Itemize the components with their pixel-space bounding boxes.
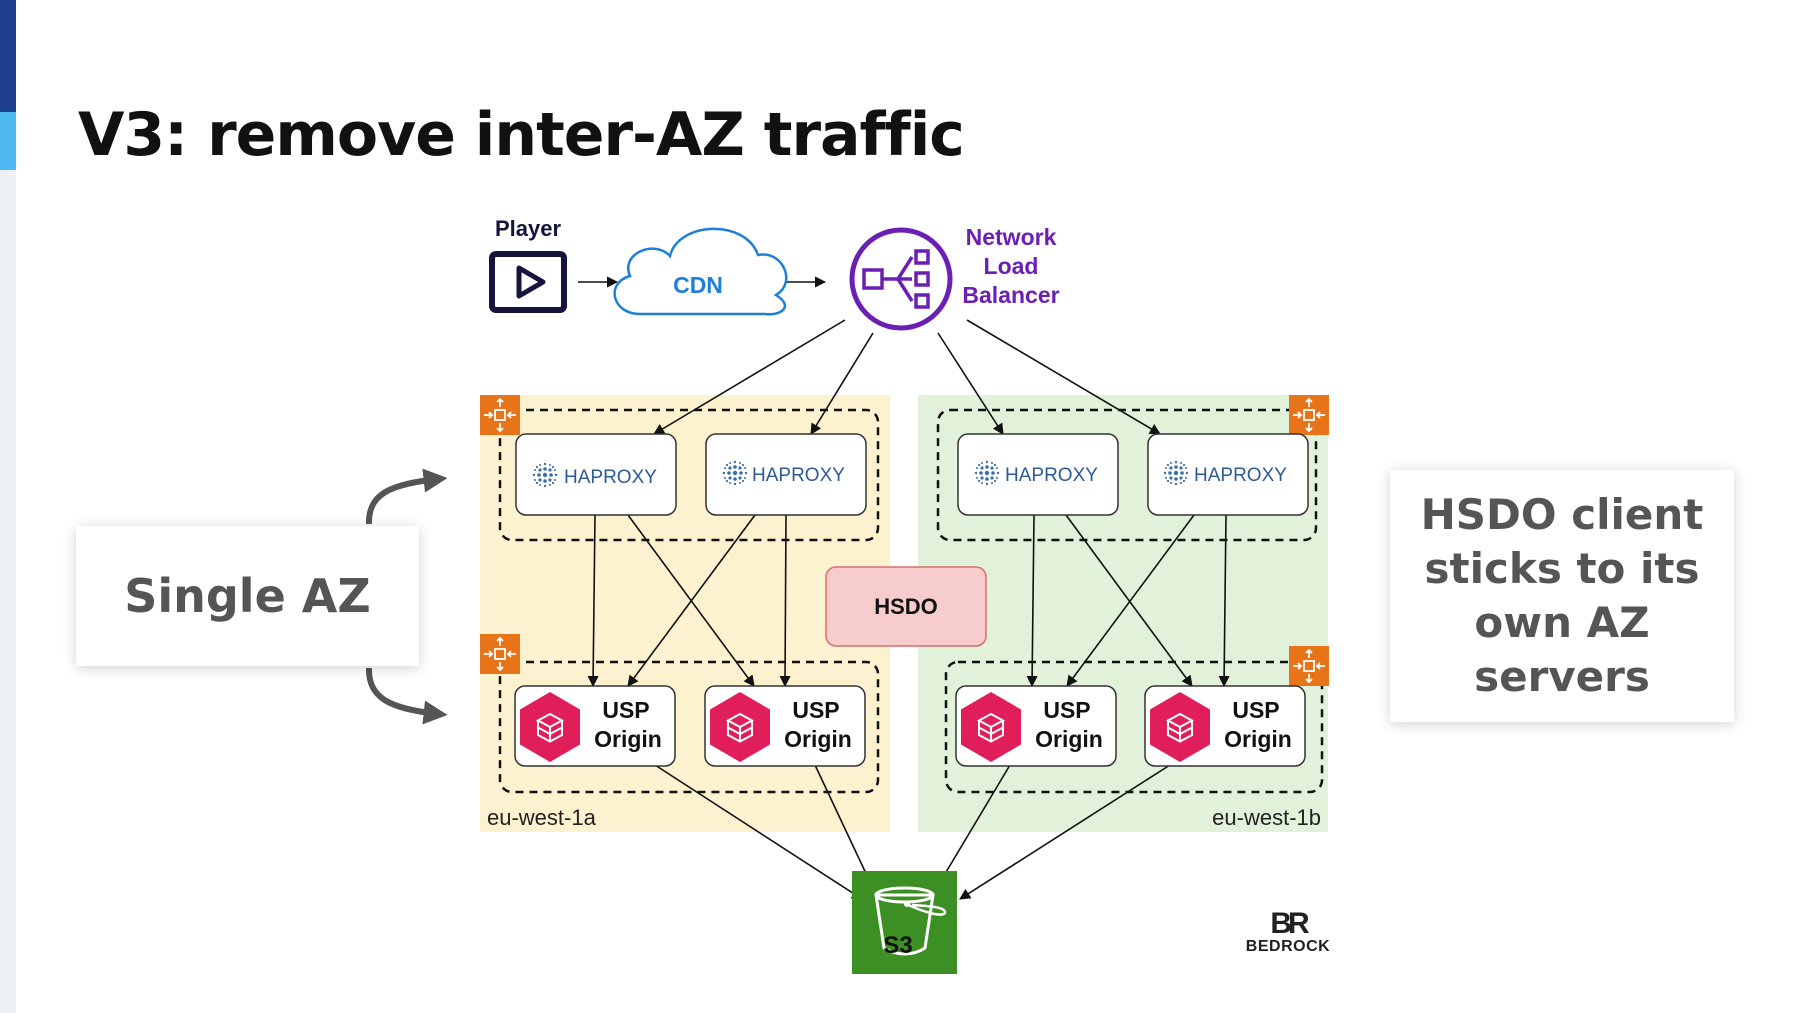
- nlb-label-line2: Load: [984, 253, 1039, 279]
- auto-scaling-icon: [1288, 394, 1330, 436]
- accent-bar-light: [0, 112, 16, 170]
- s3-bucket-icon: [852, 871, 957, 974]
- s3-label: S3: [883, 932, 912, 959]
- asg-usp-b: [944, 660, 1324, 794]
- hsdo-node: HSDO: [825, 566, 987, 647]
- asg-haproxy-b: [936, 408, 1318, 542]
- usp-label-line1: USP: [1043, 697, 1090, 723]
- usp-label-line2: Origin: [1035, 726, 1103, 752]
- usp-origin-node-a2: USP Origin: [704, 685, 866, 767]
- auto-scaling-icon: [479, 394, 521, 436]
- usp-origin-node-b1: USP Origin: [955, 685, 1117, 767]
- curved-arrow-icon: [365, 468, 448, 525]
- connectors: [578, 276, 1230, 901]
- haproxy-icon: [721, 459, 749, 487]
- player-label: Player: [495, 216, 561, 241]
- zone-a-label: eu-west-1a: [487, 805, 597, 830]
- load-balancer-icon: [849, 227, 953, 331]
- play-icon: [489, 251, 567, 313]
- cdn-label: CDN: [673, 272, 723, 298]
- haproxy-icon: [973, 459, 1001, 487]
- usp-label-line1: USP: [792, 697, 839, 723]
- usp-label-line2: Origin: [784, 726, 852, 752]
- auto-scaling-icon: [1288, 645, 1330, 687]
- slide-title: V3: remove inter-AZ traffic: [78, 100, 965, 170]
- haproxy-node-b1: HAPROXY: [957, 433, 1119, 516]
- nlb-label-line3: Balancer: [962, 282, 1059, 308]
- haproxy-label: HAPROXY: [564, 467, 657, 488]
- bedrock-logo: BR BEDROCK: [1238, 907, 1338, 956]
- usp-origin-node-a1: USP Origin: [514, 685, 676, 767]
- asg-usp-a: [498, 660, 880, 794]
- usp-label-line1: USP: [1232, 697, 1279, 723]
- accent-bar: [0, 0, 16, 1013]
- auto-scaling-icon: [479, 633, 521, 675]
- haproxy-label: HAPROXY: [1005, 465, 1098, 486]
- usp-label-line1: USP: [602, 697, 649, 723]
- usp-origin-node-b2: USP Origin: [1144, 685, 1306, 767]
- curved-arrow-icon: [365, 667, 448, 725]
- haproxy-node-b2: HAPROXY: [1147, 433, 1309, 516]
- asg-haproxy-a: [498, 408, 880, 542]
- cloud-icon: [613, 227, 788, 316]
- hsdo-label: HSDO: [874, 594, 938, 619]
- usp-label-line2: Origin: [1224, 726, 1292, 752]
- bedrock-wordmark: BEDROCK: [1245, 938, 1331, 955]
- haproxy-node-a2: HAPROXY: [705, 433, 867, 516]
- bedrock-mark: BR: [1270, 907, 1309, 940]
- single-az-callout: Single AZ: [76, 526, 419, 666]
- haproxy-label: HAPROXY: [1194, 465, 1287, 486]
- zone-b-label: eu-west-1b: [1212, 805, 1321, 830]
- haproxy-icon: [531, 461, 559, 489]
- haproxy-icon: [1162, 459, 1190, 487]
- nlb-label-line1: Network: [966, 224, 1057, 250]
- hsdo-client-callout: HSDO client sticks to its own AZ servers: [1390, 470, 1734, 722]
- accent-bar-dark: [0, 0, 16, 112]
- haproxy-label: HAPROXY: [752, 465, 845, 486]
- usp-label-line2: Origin: [594, 726, 662, 752]
- haproxy-node-a1: HAPROXY: [515, 433, 677, 516]
